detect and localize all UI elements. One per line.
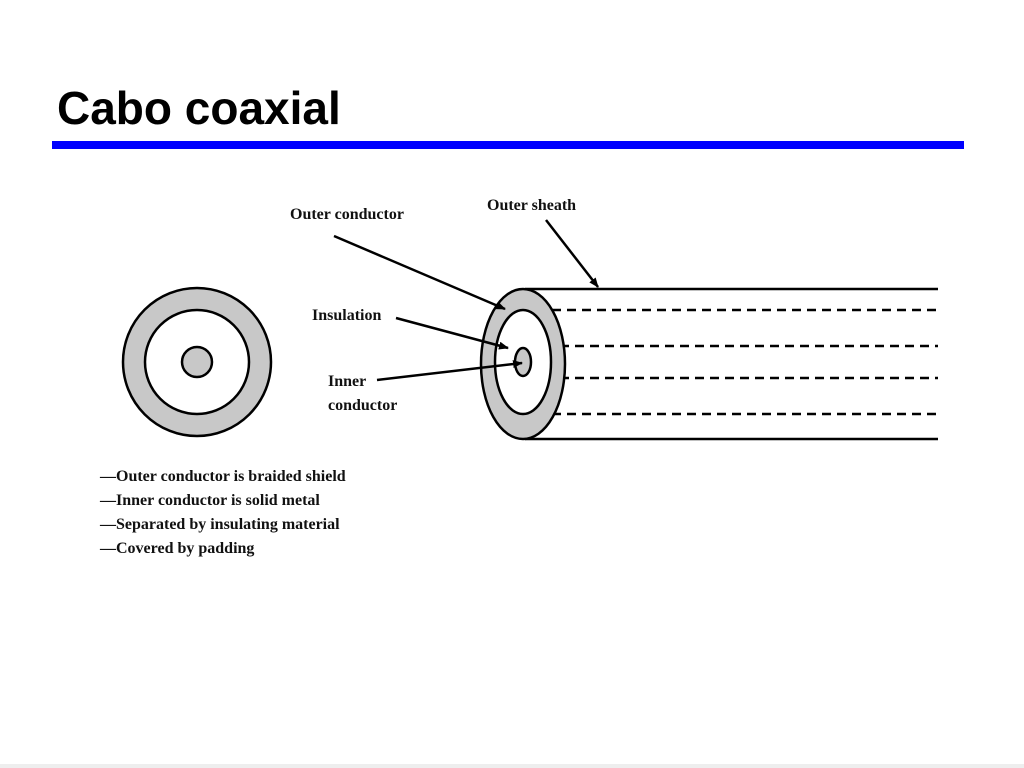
cable-end-inner-conductor xyxy=(513,346,533,378)
cable-cross-section xyxy=(121,286,273,438)
bullet-item: —Separated by insulating material xyxy=(99,516,340,533)
outer-conductor-label: Outer conductor xyxy=(290,206,404,223)
outer-sheath-arrow xyxy=(545,219,599,288)
slide-title: Cabo coaxial xyxy=(57,82,341,134)
bullet-item: —Covered by padding xyxy=(99,540,254,557)
insulation-label: Insulation xyxy=(312,307,381,324)
slide-bottom-edge xyxy=(0,764,1024,768)
label-arrows xyxy=(333,219,599,382)
cable-side-view xyxy=(479,287,938,441)
inner-conductor-label-line2: conductor xyxy=(328,397,397,414)
inner-conductor-core xyxy=(180,345,214,379)
inner-conductor-label-line1: Inner xyxy=(328,373,366,390)
title-underline xyxy=(52,141,964,149)
inner-conductor-arrow xyxy=(376,360,523,382)
bullet-item: —Outer conductor is braided shield xyxy=(99,468,346,485)
bullet-list: —Outer conductor is braided shield —Inne… xyxy=(99,468,346,557)
bullet-item: —Inner conductor is solid metal xyxy=(99,492,320,509)
outer-conductor-arrow xyxy=(333,234,506,311)
insulation-arrow xyxy=(395,316,509,350)
outer-sheath-label: Outer sheath xyxy=(487,197,576,214)
